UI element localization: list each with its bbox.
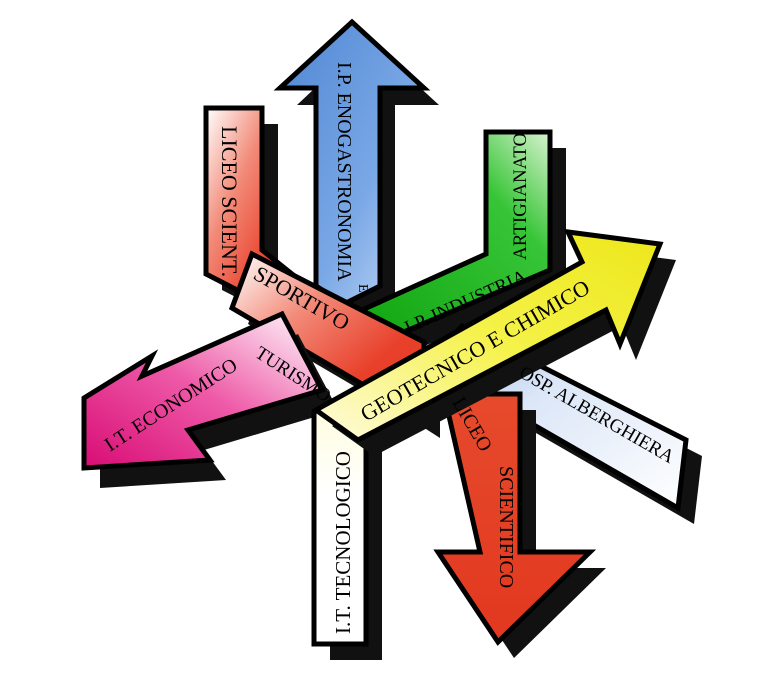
yellow-arrow <box>311 228 676 456</box>
magenta-arrow <box>81 310 338 488</box>
label-e-connector: E <box>355 284 370 293</box>
blue-arrow <box>273 18 439 327</box>
label-tecnologico: I.T. TECNOLOGICO <box>331 451 355 634</box>
label-enogastronomia: I.P. ENOGASTRONOMIA <box>333 62 355 282</box>
red-arrow <box>433 391 606 658</box>
label-liceo-scient: LICEO SCIENT. <box>217 126 242 277</box>
white-band-tecnologico <box>311 388 382 660</box>
label-artigianato: ARTIGIANATO <box>510 133 531 260</box>
label-scientifico: SCIENTIFICO <box>495 466 517 588</box>
